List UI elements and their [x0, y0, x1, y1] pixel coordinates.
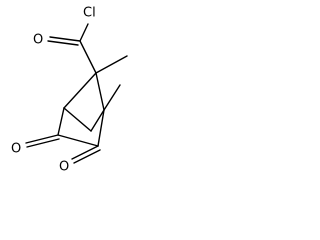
- bond-c6-to-c5: [90, 109, 105, 132]
- bond-c7-to-carbonyl: [79, 40, 97, 74]
- chemical-structure: Cl O O O: [11, 6, 128, 175]
- bond-carbonyl-to-cl: [79, 23, 89, 42]
- bond-bridgehead-left-to-c2: [57, 107, 65, 136]
- bond-bridgehead-left-to-c6: [63, 107, 92, 132]
- bond-c7-to-bridgehead-right: [95, 72, 105, 111]
- bond-c7-methyl: [95, 55, 128, 74]
- bond-c7-to-bridgehead-left: [63, 72, 97, 109]
- bond-ketone-right-double-a: [71, 145, 99, 160]
- atom-label-acyl-oxygen: O: [33, 33, 43, 48]
- atom-label-chlorine: Cl: [83, 6, 96, 21]
- bond-bridgehead-right-methyl: [103, 84, 121, 111]
- bond-ketone-right-double-b: [73, 149, 101, 164]
- bond-ketone-left-double-b: [26, 138, 60, 148]
- atom-label-ketone-oxygen-left: O: [11, 142, 21, 157]
- bond-c2-to-c3: [57, 134, 99, 147]
- atom-label-ketone-oxygen-right: O: [59, 160, 69, 175]
- bond-c3-to-bridgehead-right: [97, 109, 105, 147]
- bond-ketone-left-double-a: [25, 134, 59, 144]
- bond-carbonyl-double-o-a: [49, 36, 81, 42]
- bond-carbonyl-double-o-b: [47, 40, 79, 46]
